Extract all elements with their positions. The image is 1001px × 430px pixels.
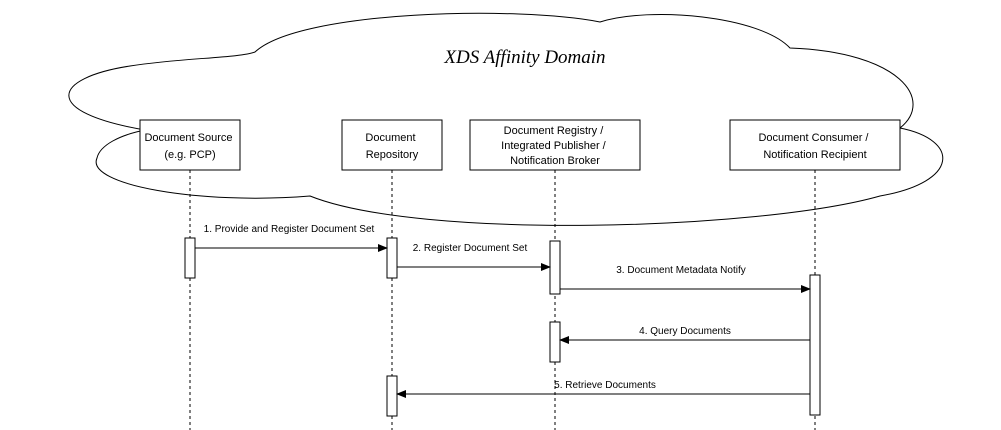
message-5: 5. Retrieve Documents — [396, 380, 810, 398]
actor-label-line: Notification Broker — [510, 155, 600, 167]
actor-registry: Document Registry / Integrated Publisher… — [469, 119, 641, 171]
svg-text:Document Registry / Inte: Document Registry / Integrated Publisher… — [501, 125, 609, 167]
activation-repository-2 — [386, 375, 398, 417]
actor-repository: Document Repository — [341, 119, 443, 171]
actor-label-line: (e.g. PCP) — [164, 149, 215, 161]
message-1: 1. Provide and Register Document Set — [195, 224, 388, 252]
message-3: 3. Document Metadata Notify — [560, 265, 811, 293]
actor-label-line: Document Consumer / — [758, 132, 869, 144]
actor-label-line: Document Source — [144, 132, 232, 144]
message-label: 1. Provide and Register Document Set — [204, 224, 375, 235]
actor-label-line: Repository — [366, 149, 419, 161]
message-4: 4. Query Documents — [559, 326, 810, 344]
activation-source — [184, 237, 196, 279]
actor-label-line: Document Registry / — [504, 125, 605, 137]
message-2: 2. Register Document Set — [397, 243, 551, 271]
activation-registry-1 — [549, 240, 561, 295]
svg-text:Document Source (e.g. PC: Document Source (e.g. PCP) — [144, 132, 235, 161]
message-label: 5. Retrieve Documents — [554, 380, 656, 391]
actor-label-line: Integrated Publisher / — [501, 140, 607, 152]
diagram-title: XDS Affinity Domain — [443, 47, 605, 68]
actor-label-line: Document — [365, 132, 415, 144]
message-label: 4. Query Documents — [639, 326, 731, 337]
activation-registry-2 — [549, 321, 561, 363]
actor-consumer: Document Consumer / Notification Recipie… — [729, 119, 901, 171]
activation-consumer — [809, 274, 821, 416]
svg-text:Document Repository: Document Repository — [365, 132, 418, 161]
affinity-domain-cloud: XDS Affinity Domain — [68, 12, 944, 226]
activation-repository-1 — [386, 237, 398, 279]
message-label: 2. Register Document Set — [413, 243, 528, 254]
actor-source: Document Source (e.g. PCP) — [139, 119, 241, 171]
message-label: 3. Document Metadata Notify — [616, 265, 746, 276]
actor-label-line: Notification Recipient — [763, 149, 866, 161]
svg-text:Document Consumer / Noti: Document Consumer / Notification Recipie… — [758, 132, 871, 161]
